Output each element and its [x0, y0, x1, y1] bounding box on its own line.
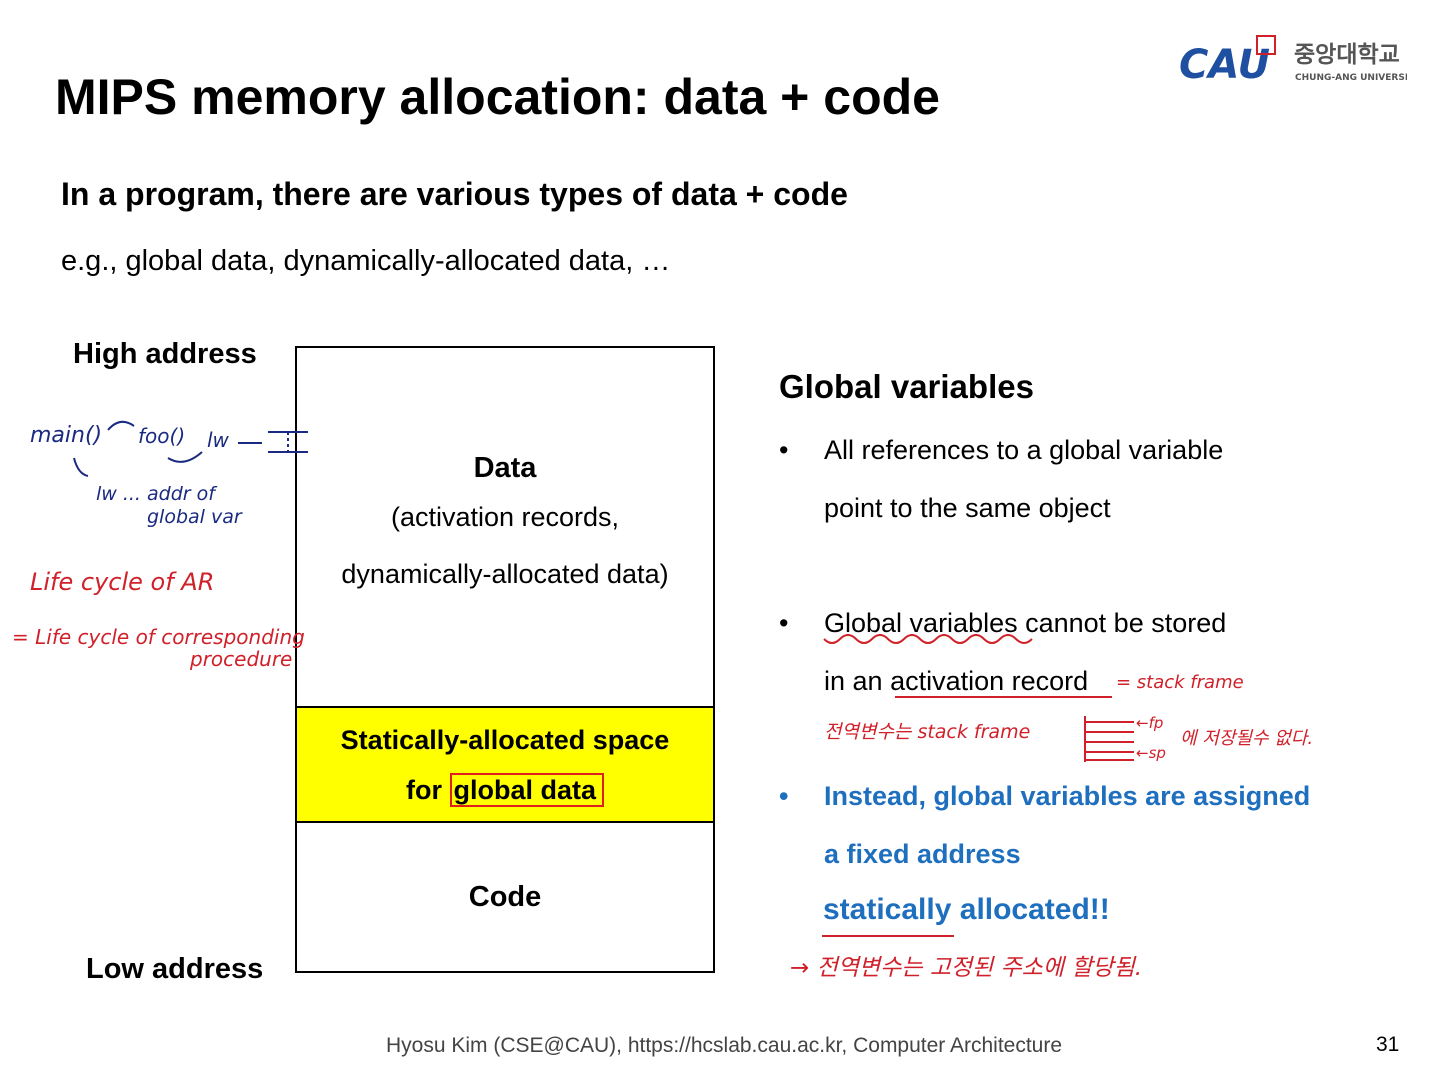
wavy-underline-icon: [823, 634, 1033, 644]
footer-text: Hyosu Kim (CSE@CAU), https://hcslab.cau.…: [385, 1034, 1063, 1057]
bullet-references-line-2: point to the same object: [824, 493, 1111, 523]
allocated-word: allocated!!: [951, 893, 1110, 926]
return-arrow-icon: [167, 451, 203, 463]
slide-title: MIPS memory allocation: data + code: [55, 69, 940, 125]
call-arrow-icon: [107, 420, 135, 431]
lw-addr-note: lw ... addr of: [96, 483, 218, 505]
code-segment-title: Code: [468, 880, 542, 913]
university-logo: CAU 중앙대학교 CHUNG-ANG UNIVERSITY: [1177, 34, 1421, 99]
korean-note-1: 전역변수는 stack frame: [824, 721, 1030, 743]
life-cycle-ar-note: Life cycle of AR: [30, 568, 214, 596]
static-segment: Statically-allocated space for global da…: [297, 706, 713, 823]
bullet-fixed-address-line-1: Instead, global variables are assigned: [824, 781, 1311, 811]
bullet-dot: •: [779, 608, 789, 638]
bullet-fixed-address-line-2: a fixed address: [824, 839, 1021, 869]
static-segment-line-2: for global data: [405, 765, 605, 815]
foo-call-note: foo(): [138, 424, 185, 448]
bullet-dot: •: [779, 435, 789, 465]
bullet-references-line-1: All references to a global variable: [824, 435, 1224, 465]
logo-english: CHUNG-ANG UNIVERSITY: [1295, 73, 1407, 83]
data-segment-desc-1: (activation records,: [390, 501, 620, 532]
korean-note-2: 에 저장될수 없다.: [1180, 728, 1313, 749]
global-data-highlight: global data: [449, 772, 605, 807]
logo-korean: 중앙대학교: [1294, 42, 1400, 68]
main-call-note: main(): [30, 423, 102, 448]
low-address-label: Low address: [86, 953, 264, 985]
life-cycle-proc-note-1: = Life cycle of corresponding: [12, 625, 305, 649]
high-address-label: High address: [73, 338, 257, 370]
fp-label: ←fp: [1136, 714, 1163, 732]
in-an-text: in an: [824, 666, 891, 696]
data-segment-desc-2: dynamically-allocated data): [341, 558, 669, 589]
global-variables-heading: Global variables: [779, 368, 1034, 405]
bullet-dot: •: [779, 781, 789, 811]
global-var-note: global var: [147, 506, 243, 528]
static-segment-prefix: for: [405, 774, 442, 805]
stack-frame-sketch-icon: [1084, 716, 1134, 762]
sp-label: ←sp: [1136, 744, 1166, 762]
lw-note: lw: [207, 428, 230, 452]
logo-mark: CAU: [1179, 42, 1270, 88]
stack-frame-note: = stack frame: [1116, 672, 1244, 693]
bullet-cannot-store-line-2: in an activation record: [824, 652, 1088, 710]
activation-record-underlined: activation record: [890, 666, 1089, 696]
global-variables-underlined: Global variables: [824, 608, 1018, 638]
data-segment-title: Data: [473, 451, 537, 484]
slide-example: e.g., global data, dynamically-allocated…: [61, 245, 671, 277]
static-segment-line-1: Statically-allocated space: [340, 724, 670, 755]
statically-allocated-text: statically allocated!!: [823, 893, 1110, 927]
cannot-be-stored-text: cannot be stored: [1017, 608, 1227, 638]
data-segment: Data (activation records, dynamically-al…: [297, 348, 713, 706]
cau-logo-icon: CAU 중앙대학교 CHUNG-ANG UNIVERSITY: [1179, 35, 1421, 88]
page-number: 31: [1376, 1033, 1400, 1056]
bullet-cannot-store-line-1: Global variables cannot be stored: [824, 594, 1226, 652]
slide-subtitle: In a program, there are various types of…: [61, 176, 848, 212]
life-cycle-proc-note-2: procedure: [189, 647, 292, 671]
statically-word: statically: [823, 893, 952, 926]
branch-arrow-icon: [73, 457, 89, 477]
code-segment: Code: [297, 823, 713, 971]
memory-layout-diagram: Data (activation records, dynamically-al…: [295, 346, 715, 973]
korean-note-3: → 전역변수는 고정된 주소에 할당됨.: [790, 955, 1142, 981]
